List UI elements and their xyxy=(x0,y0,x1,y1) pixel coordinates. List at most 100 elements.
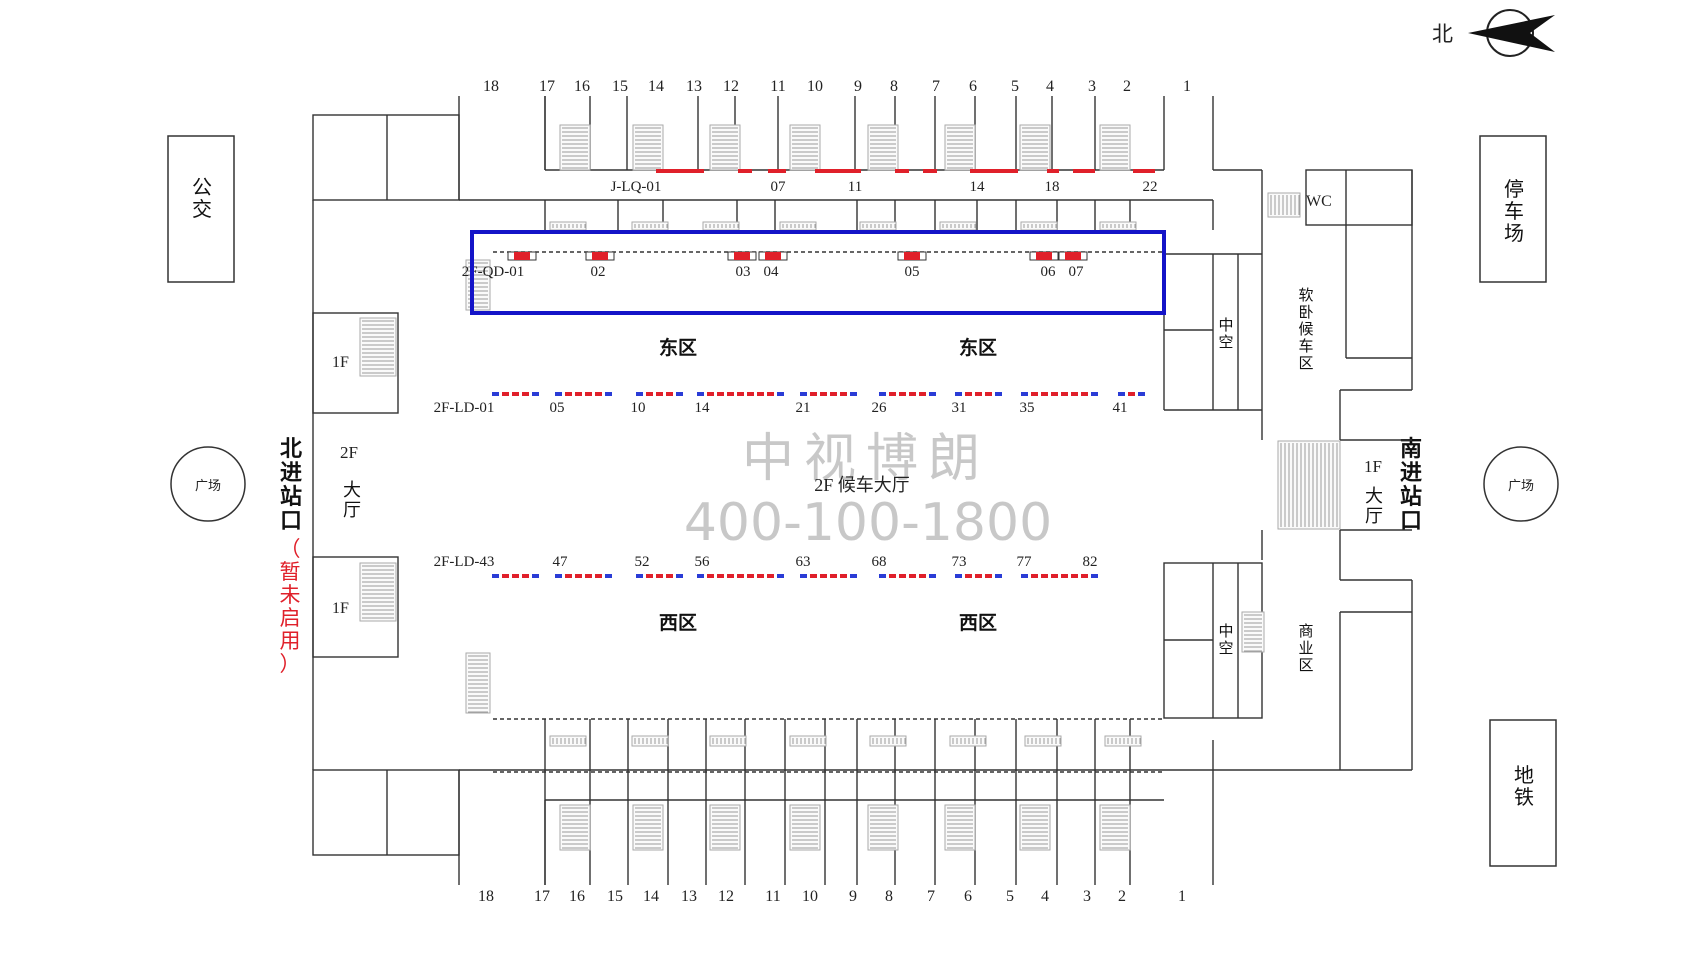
ad-slot xyxy=(923,169,937,173)
ad-slot xyxy=(656,392,663,396)
ad-lightbox xyxy=(758,251,788,261)
room-1f-upper xyxy=(312,312,399,414)
plaza-right-circle xyxy=(1483,446,1559,522)
gate-number-top: 16 xyxy=(574,78,590,95)
bus-label-char: 交 xyxy=(192,197,212,221)
gate-number-bottom: 11 xyxy=(765,888,780,905)
ad-slot xyxy=(895,169,909,173)
ad-lightbox xyxy=(585,251,615,261)
gate-number-bottom: 9 xyxy=(849,888,857,905)
gate-number-bottom: 12 xyxy=(718,888,734,905)
stair-icon xyxy=(867,804,899,851)
stairs xyxy=(359,124,1341,851)
stair-icon xyxy=(1267,192,1301,218)
ad-slot xyxy=(585,392,592,396)
ad-slot xyxy=(656,574,663,578)
row-highlight-label: 03 xyxy=(736,264,751,280)
stair-icon xyxy=(1019,804,1051,851)
north-hall-label-char: 厅 xyxy=(343,500,361,521)
ad-slot xyxy=(717,574,724,578)
ad-slot xyxy=(707,574,714,578)
wc-label: WC xyxy=(1306,193,1332,210)
gate-number-bottom: 4 xyxy=(1041,888,1049,905)
row-upper-ld-label: 05 xyxy=(550,400,565,416)
ad-slot xyxy=(697,392,704,396)
row-top-label: 22 xyxy=(1143,179,1158,195)
ad-slot xyxy=(767,392,774,396)
atrium-lower-label-char: 空 xyxy=(1218,639,1233,657)
row-top-label: 11 xyxy=(848,179,862,195)
gate-number-top: 8 xyxy=(890,78,898,95)
ad-slot xyxy=(970,169,1018,173)
atrium-lower-label: 中空 xyxy=(1218,622,1233,657)
ad-slot xyxy=(502,392,509,396)
ad-slot xyxy=(929,574,936,578)
ad-slot xyxy=(636,574,643,578)
south-hall-label-char: 大 xyxy=(1365,486,1383,507)
metro-label-char: 地 xyxy=(1514,763,1534,787)
bus-label-char: 公 xyxy=(192,175,212,199)
ad-slot xyxy=(1071,574,1078,578)
ad-lightbox xyxy=(507,251,537,261)
gate-number-bottom: 8 xyxy=(885,888,893,905)
row-highlight-label: 07 xyxy=(1069,264,1085,280)
ad-slot xyxy=(1047,169,1059,173)
gate-number-top: 12 xyxy=(723,78,739,95)
north-note-label-char: 未 xyxy=(280,583,301,607)
ad-slot xyxy=(985,392,992,396)
south-entrance-label-char: 进 xyxy=(1400,461,1422,486)
ad-slot xyxy=(717,392,724,396)
stair-icon xyxy=(869,735,907,747)
highlight-box xyxy=(470,230,1166,315)
row-highlight-prefix: 2F-QD-01 xyxy=(462,264,525,280)
ad-slot xyxy=(929,392,936,396)
soft-sleeper-label-char: 卧 xyxy=(1298,303,1313,321)
ad-slot xyxy=(975,392,982,396)
row-lower-ld-label: 56 xyxy=(695,554,711,570)
ad-slot xyxy=(909,574,916,578)
gate-number-top: 5 xyxy=(1011,78,1019,95)
zone-west-2: 西区 xyxy=(959,612,997,634)
row-upper-ld-label: 14 xyxy=(695,400,711,416)
ad-slot xyxy=(899,392,906,396)
ad-slot xyxy=(1021,574,1028,578)
north-note-label-char: ） xyxy=(280,652,301,676)
soft-sleeper-label-char: 候 xyxy=(1298,320,1313,338)
ad-slot xyxy=(1071,392,1078,396)
south-entrance-label-char: 南 xyxy=(1400,437,1422,462)
gate-number-bottom: 7 xyxy=(927,888,935,905)
row-upper-ld-label: 21 xyxy=(796,400,811,416)
ad-slot xyxy=(1051,574,1058,578)
ad-slot xyxy=(532,392,539,396)
gate-number-top: 9 xyxy=(854,78,862,95)
ad-slot xyxy=(1118,392,1125,396)
ad-slot xyxy=(666,574,673,578)
ad-slot xyxy=(757,392,764,396)
stair-icon xyxy=(789,735,827,747)
ad-slot xyxy=(919,574,926,578)
stair-icon xyxy=(1104,735,1142,747)
ad-positions xyxy=(492,169,1155,578)
ad-slot xyxy=(840,574,847,578)
ad-slot xyxy=(919,392,926,396)
row-top-label: 18 xyxy=(1045,179,1060,195)
atrium-upper-label: 中空 xyxy=(1218,316,1233,351)
floor-1f-lower: 1F xyxy=(332,600,349,617)
ad-slot xyxy=(502,574,509,578)
gate-number-top: 18 xyxy=(483,78,499,95)
zone-east-2: 东区 xyxy=(959,336,997,359)
ad-slot xyxy=(757,574,764,578)
stair-icon xyxy=(1099,124,1131,171)
ad-slot xyxy=(575,392,582,396)
ad-slot xyxy=(1061,574,1068,578)
parking-box xyxy=(1479,135,1547,283)
gate-number-bottom: 18 xyxy=(478,888,494,905)
stair-icon xyxy=(1020,221,1058,231)
zone-east-1: 东区 xyxy=(659,336,697,359)
ad-slot xyxy=(800,392,807,396)
stair-icon xyxy=(465,652,491,714)
stair-icon xyxy=(1241,611,1265,653)
